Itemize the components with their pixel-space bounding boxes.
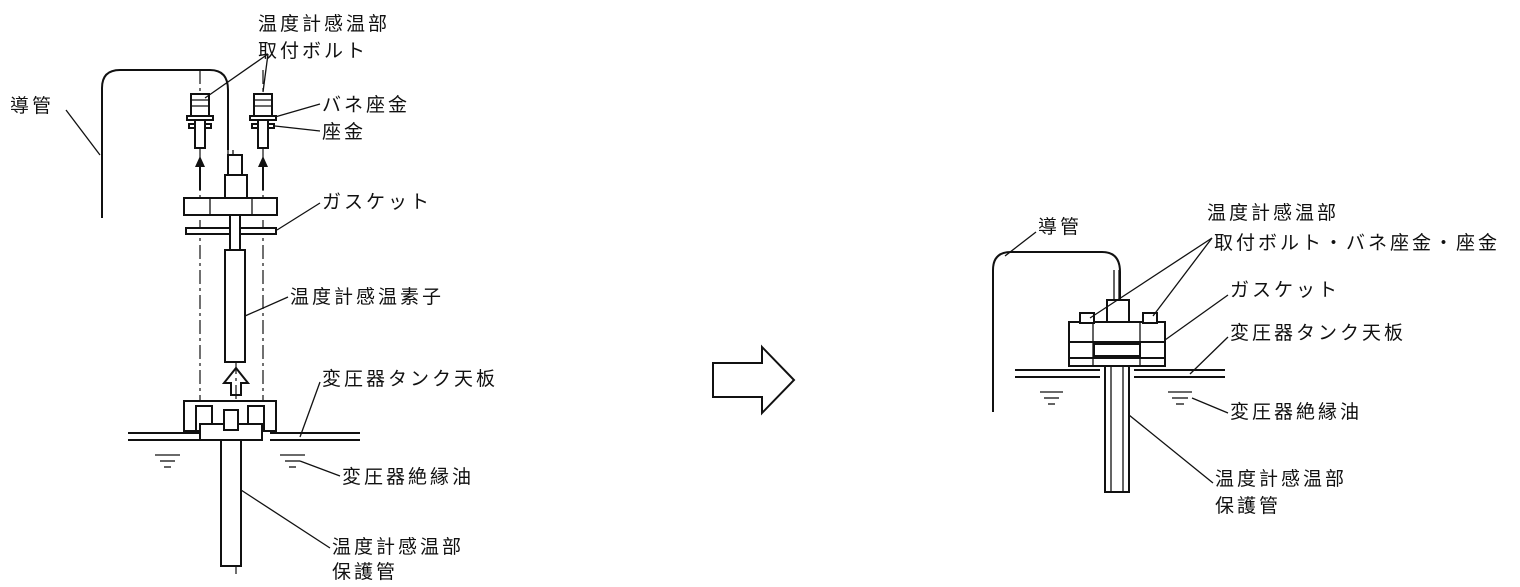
- left-label-oil: 変圧器絶縁油: [342, 466, 474, 488]
- right-label-tube-2: 保護管: [1215, 495, 1281, 517]
- left-leader-tube: [240, 489, 331, 549]
- right-leader-top-plate: [1189, 336, 1229, 375]
- left-label-gasket: ガスケット: [322, 191, 432, 213]
- left-label-element: 温度計感温素子: [290, 286, 444, 308]
- left-label-bolt-1: 温度計感温部: [258, 13, 390, 35]
- right-label-top-plate: 変圧器タンク天板: [1230, 322, 1406, 344]
- right-oil-mark-2: [1168, 391, 1192, 405]
- left-exploded-view: 導管: [10, 13, 498, 583]
- left-conduit-leader: [65, 109, 101, 156]
- left-oil-mark-1: [155, 454, 180, 468]
- left-arrow-bolt-2: [258, 156, 268, 190]
- right-protection-tube: [1104, 365, 1130, 493]
- right-leader-bolt-b: [1152, 237, 1213, 317]
- right-conduit-leader: [1004, 231, 1037, 257]
- left-leader-washer: [274, 125, 321, 132]
- right-label-tube-1: 温度計感温部: [1215, 468, 1347, 490]
- left-bolt-2: [249, 93, 277, 149]
- left-leader-top-plate: [299, 381, 321, 438]
- left-label-tube-1: 温度計感温部: [332, 536, 464, 558]
- right-label-conduit: 導管: [1038, 216, 1082, 238]
- right-conduit-pipe: [992, 251, 1121, 412]
- left-leader-element: [244, 296, 289, 317]
- left-sensing-element: [224, 249, 246, 363]
- left-label-spring-washer: バネ座金: [322, 94, 410, 116]
- left-protection-tube-boss: [183, 400, 277, 441]
- left-insert-arrow: [221, 366, 251, 396]
- left-conduit-pipe: [101, 69, 229, 218]
- left-oil-mark-2: [280, 454, 305, 468]
- left-label-bolt-2: 取付ボルト: [258, 40, 368, 62]
- transition-arrow: [712, 344, 796, 416]
- right-flange-assembly: [1068, 312, 1166, 367]
- right-label-gasket: ガスケット: [1230, 279, 1340, 301]
- left-protection-tube: [220, 439, 242, 567]
- left-leader-bolt-b: [262, 53, 269, 93]
- left-bolt-1: [186, 93, 214, 149]
- left-leader-oil: [299, 460, 341, 477]
- left-leader-spring-washer: [274, 103, 321, 118]
- left-leader-bolt-a: [204, 53, 269, 99]
- left-leader-gasket: [276, 202, 321, 231]
- right-oil-mark-1: [1040, 391, 1063, 405]
- left-arrow-bolt-1: [195, 156, 205, 190]
- left-element-neck: [229, 214, 241, 251]
- right-label-oil: 変圧器絶縁油: [1230, 401, 1362, 423]
- right-tank-top-plate: [1015, 369, 1225, 378]
- left-label-conduit: 導管: [10, 95, 54, 117]
- left-label-washer: 座金: [322, 121, 366, 143]
- left-tank-top-plate: [128, 432, 360, 441]
- right-leader-bolt-a: [1089, 237, 1213, 319]
- right-assembled-view: 導管: [992, 202, 1500, 517]
- right-leader-gasket: [1164, 294, 1229, 341]
- right-label-bolt-1: 温度計感温部: [1207, 202, 1339, 224]
- right-element-head: [1106, 299, 1130, 323]
- left-label-tube-2: 保護管: [332, 561, 398, 583]
- right-leader-oil: [1191, 397, 1229, 414]
- right-label-bolt-2: 取付ボルト・バネ座金・座金: [1214, 232, 1500, 254]
- left-element-flange: [183, 154, 278, 216]
- left-label-top-plate: 変圧器タンク天板: [322, 368, 498, 390]
- right-leader-tube: [1128, 414, 1214, 484]
